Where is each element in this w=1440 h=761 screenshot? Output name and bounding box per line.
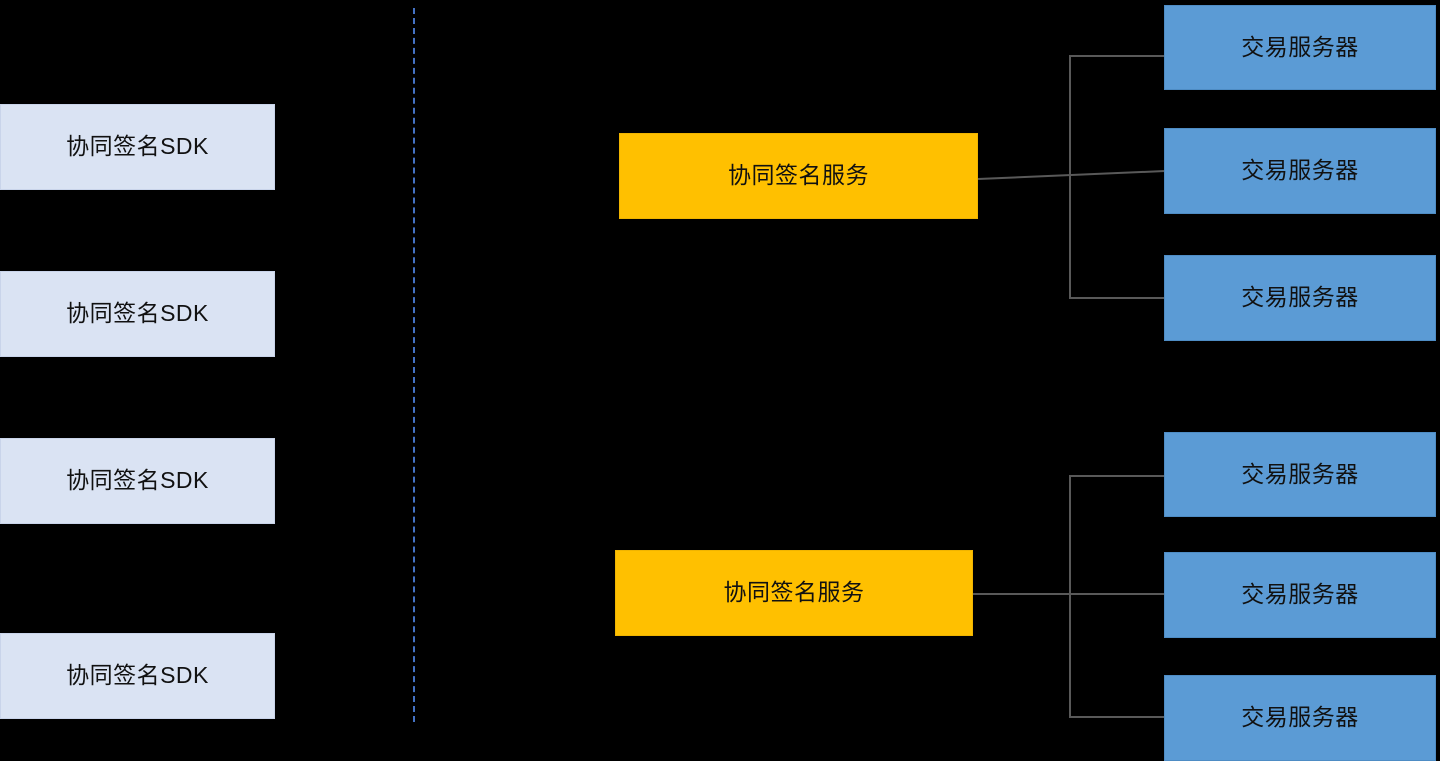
vertical-dashed-divider (413, 8, 415, 722)
connector-service-2-to-servers (973, 593, 1165, 595)
server-node-4-label: 交易服务器 (1241, 460, 1359, 487)
server-node-3-label: 交易服务器 (1241, 284, 1359, 311)
sdk-node-2[interactable]: 协同签名SDK (0, 271, 275, 357)
connector-trunk-bottom-group (1069, 475, 1071, 718)
server-node-1[interactable]: 交易服务器 (1164, 5, 1436, 90)
server-node-5[interactable]: 交易服务器 (1164, 552, 1436, 638)
server-node-3[interactable]: 交易服务器 (1164, 255, 1436, 341)
server-node-2[interactable]: 交易服务器 (1164, 128, 1436, 214)
sdk-node-4[interactable]: 协同签名SDK (0, 633, 275, 719)
connector-branch-bottom-server-1 (1069, 475, 1165, 477)
server-node-5-label: 交易服务器 (1241, 581, 1359, 608)
connector-trunk-top-group (1069, 55, 1071, 299)
server-node-2-label: 交易服务器 (1241, 157, 1359, 184)
server-node-6[interactable]: 交易服务器 (1164, 675, 1436, 761)
server-node-6-label: 交易服务器 (1241, 704, 1359, 731)
server-node-4[interactable]: 交易服务器 (1164, 432, 1436, 517)
service-node-1[interactable]: 协同签名服务 (619, 133, 978, 219)
service-node-2[interactable]: 协同签名服务 (615, 550, 973, 636)
sdk-node-2-label: 协同签名SDK (66, 300, 209, 327)
sdk-node-1[interactable]: 协同签名SDK (0, 104, 275, 190)
sdk-node-3-label: 协同签名SDK (66, 467, 209, 494)
service-node-2-label: 协同签名服务 (723, 579, 865, 606)
connector-service-1-to-servers (977, 169, 1166, 180)
connector-branch-bottom-server-3 (1069, 716, 1165, 718)
service-node-1-label: 协同签名服务 (728, 162, 869, 189)
sdk-node-1-label: 协同签名SDK (66, 133, 209, 160)
server-node-1-label: 交易服务器 (1241, 33, 1359, 60)
sdk-node-3[interactable]: 协同签名SDK (0, 438, 275, 524)
sdk-node-4-label: 协同签名SDK (66, 662, 209, 689)
connector-branch-top-server-3 (1069, 297, 1165, 299)
connector-branch-top-server-1 (1069, 55, 1165, 57)
